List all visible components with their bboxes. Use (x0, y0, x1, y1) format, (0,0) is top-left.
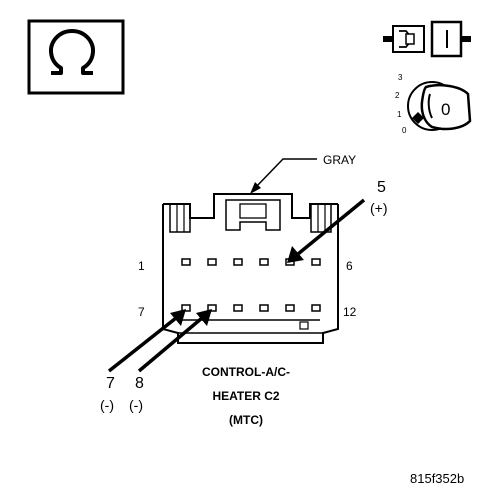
ignition-scale-1: 1 (397, 110, 402, 119)
ignition-scale-2: 2 (395, 91, 400, 100)
pin-row-bottom (181, 304, 321, 312)
pin-label-6: 6 (346, 259, 353, 273)
pin-label-1: 1 (138, 259, 145, 273)
connector-housing (162, 193, 339, 344)
ignition-key-position: 0 (441, 100, 450, 119)
pin-cavity-12 (311, 304, 321, 312)
pin-cavity-3 (233, 258, 243, 266)
pin-label-7: 7 (138, 305, 145, 319)
pin-cavity-9 (233, 304, 243, 312)
connector-title-line-3: (MTC) (229, 413, 263, 427)
pin-cavity-8 (207, 304, 217, 312)
probe-pin-7: 7 (-) (100, 309, 186, 413)
connector-title-line-2: HEATER C2 (212, 389, 279, 403)
pin-cavity-1 (181, 258, 191, 266)
probe-8-number: 8 (135, 375, 144, 392)
connector-disconnect-icon (383, 20, 471, 58)
probe-7-polarity: (-) (100, 397, 114, 413)
probe-7-number: 7 (106, 375, 115, 392)
ignition-scale-0: 0 (402, 126, 407, 135)
probe-pin-5: 5 (+) (287, 179, 388, 263)
pin-cavity-6 (311, 258, 321, 266)
ignition-scale-3: 3 (398, 73, 403, 82)
pin-cavity-7 (181, 304, 191, 312)
pin-cavity-2 (207, 258, 217, 266)
ohm-symbol-icon (27, 19, 125, 95)
pin-cavity-4 (259, 258, 269, 266)
ignition-key-icon: 3 2 1 0 0 (395, 73, 472, 135)
pin-cavity-10 (259, 304, 269, 312)
connector-title-line-1: CONTROL-A/C- (202, 365, 290, 379)
probe-5-polarity: (+) (370, 200, 388, 216)
pin-label-12: 12 (343, 305, 357, 319)
probe-8-polarity: (-) (129, 397, 143, 413)
color-callout: GRAY (250, 153, 356, 194)
probe-5-number: 5 (377, 179, 386, 196)
connector-title: CONTROL-A/C- HEATER C2 (MTC) (202, 365, 290, 427)
housing-color-label: GRAY (323, 153, 356, 167)
pin-cavity-11 (285, 304, 295, 312)
probe-pin-8: 8 (-) (129, 309, 212, 413)
figure-id: 815f352b (410, 471, 464, 486)
